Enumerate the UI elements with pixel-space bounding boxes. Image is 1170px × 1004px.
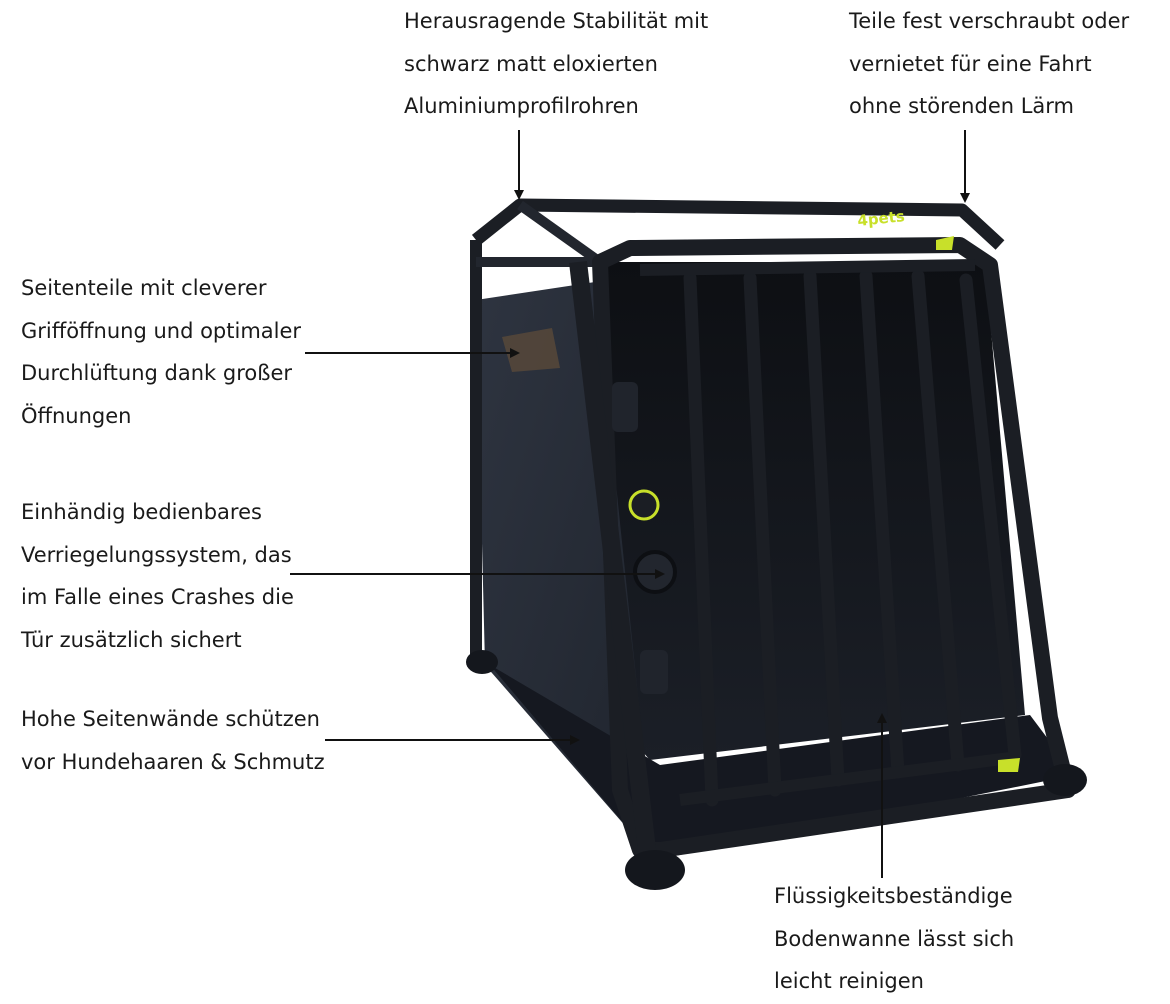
door-hinge (612, 382, 638, 432)
crate-foot (466, 650, 498, 674)
callout-line: Durchlüftung dank großer (21, 361, 293, 385)
crate-foot (625, 850, 685, 890)
callout-line: Hohe Seitenwände schützen (21, 707, 320, 731)
callout-side-walls: Hohe Seitenwände schützen vor Hundehaare… (21, 698, 325, 783)
crate-interior (560, 262, 1025, 760)
callout-line: im Falle eines Crashes die (21, 585, 294, 609)
side-handle-opening (502, 328, 560, 372)
callout-line: Flüssigkeitsbeständige (774, 884, 1013, 908)
callout-line: Aluminiumprofilrohren (404, 94, 639, 118)
latch-accent (998, 758, 1020, 772)
callout-locking-system: Einhändig bedienbares Verriegelungssyste… (21, 491, 294, 661)
callout-screwed-parts: Teile fest verschraubt oder vernietet fü… (849, 0, 1129, 128)
callout-side-panels: Seitenteile mit cleverer Grifföffnung un… (21, 267, 301, 437)
callout-line: Grifföffnung und optimaler (21, 318, 302, 343)
callout-line: Teile fest verschraubt oder (849, 9, 1130, 33)
callout-line: Verriegelungssystem, das (21, 542, 292, 567)
door-bars (683, 269, 1022, 807)
door-hinge (640, 650, 668, 694)
callout-line: vor Hundehaaren & Schmutz (21, 749, 325, 774)
callout-line: Tür zusätzlich sichert (21, 627, 242, 652)
crate-door-frame (592, 237, 1076, 858)
callout-line: Seitenteile mit cleverer (21, 276, 267, 300)
callout-floor-tray: Flüssigkeitsbeständige Bodenwanne lässt … (774, 875, 1014, 1003)
callout-frame-stability: Herausragende Stabilität mit schwarz mat… (404, 0, 708, 128)
callout-line: ohne störenden Lärm (849, 94, 1075, 118)
lock-knob-icon (633, 550, 677, 594)
brand-logo: 4pets (857, 207, 906, 230)
crate-rear-frame (471, 198, 1005, 250)
lock-button-icon (628, 489, 660, 521)
callout-line: Einhändig bedienbares (21, 500, 262, 524)
callout-line: schwarz matt eloxierten (404, 51, 658, 76)
callout-line: leicht reinigen (774, 969, 924, 993)
callout-line: vernietet für eine Fahrt (849, 51, 1092, 76)
callout-line: Bodenwanne lässt sich (774, 926, 1015, 951)
callout-pointers (290, 130, 970, 878)
callout-line: Öffnungen (21, 403, 132, 428)
crate-foot (1043, 764, 1087, 796)
callout-line: Herausragende Stabilität mit (404, 9, 709, 33)
latch-accent (936, 236, 954, 250)
